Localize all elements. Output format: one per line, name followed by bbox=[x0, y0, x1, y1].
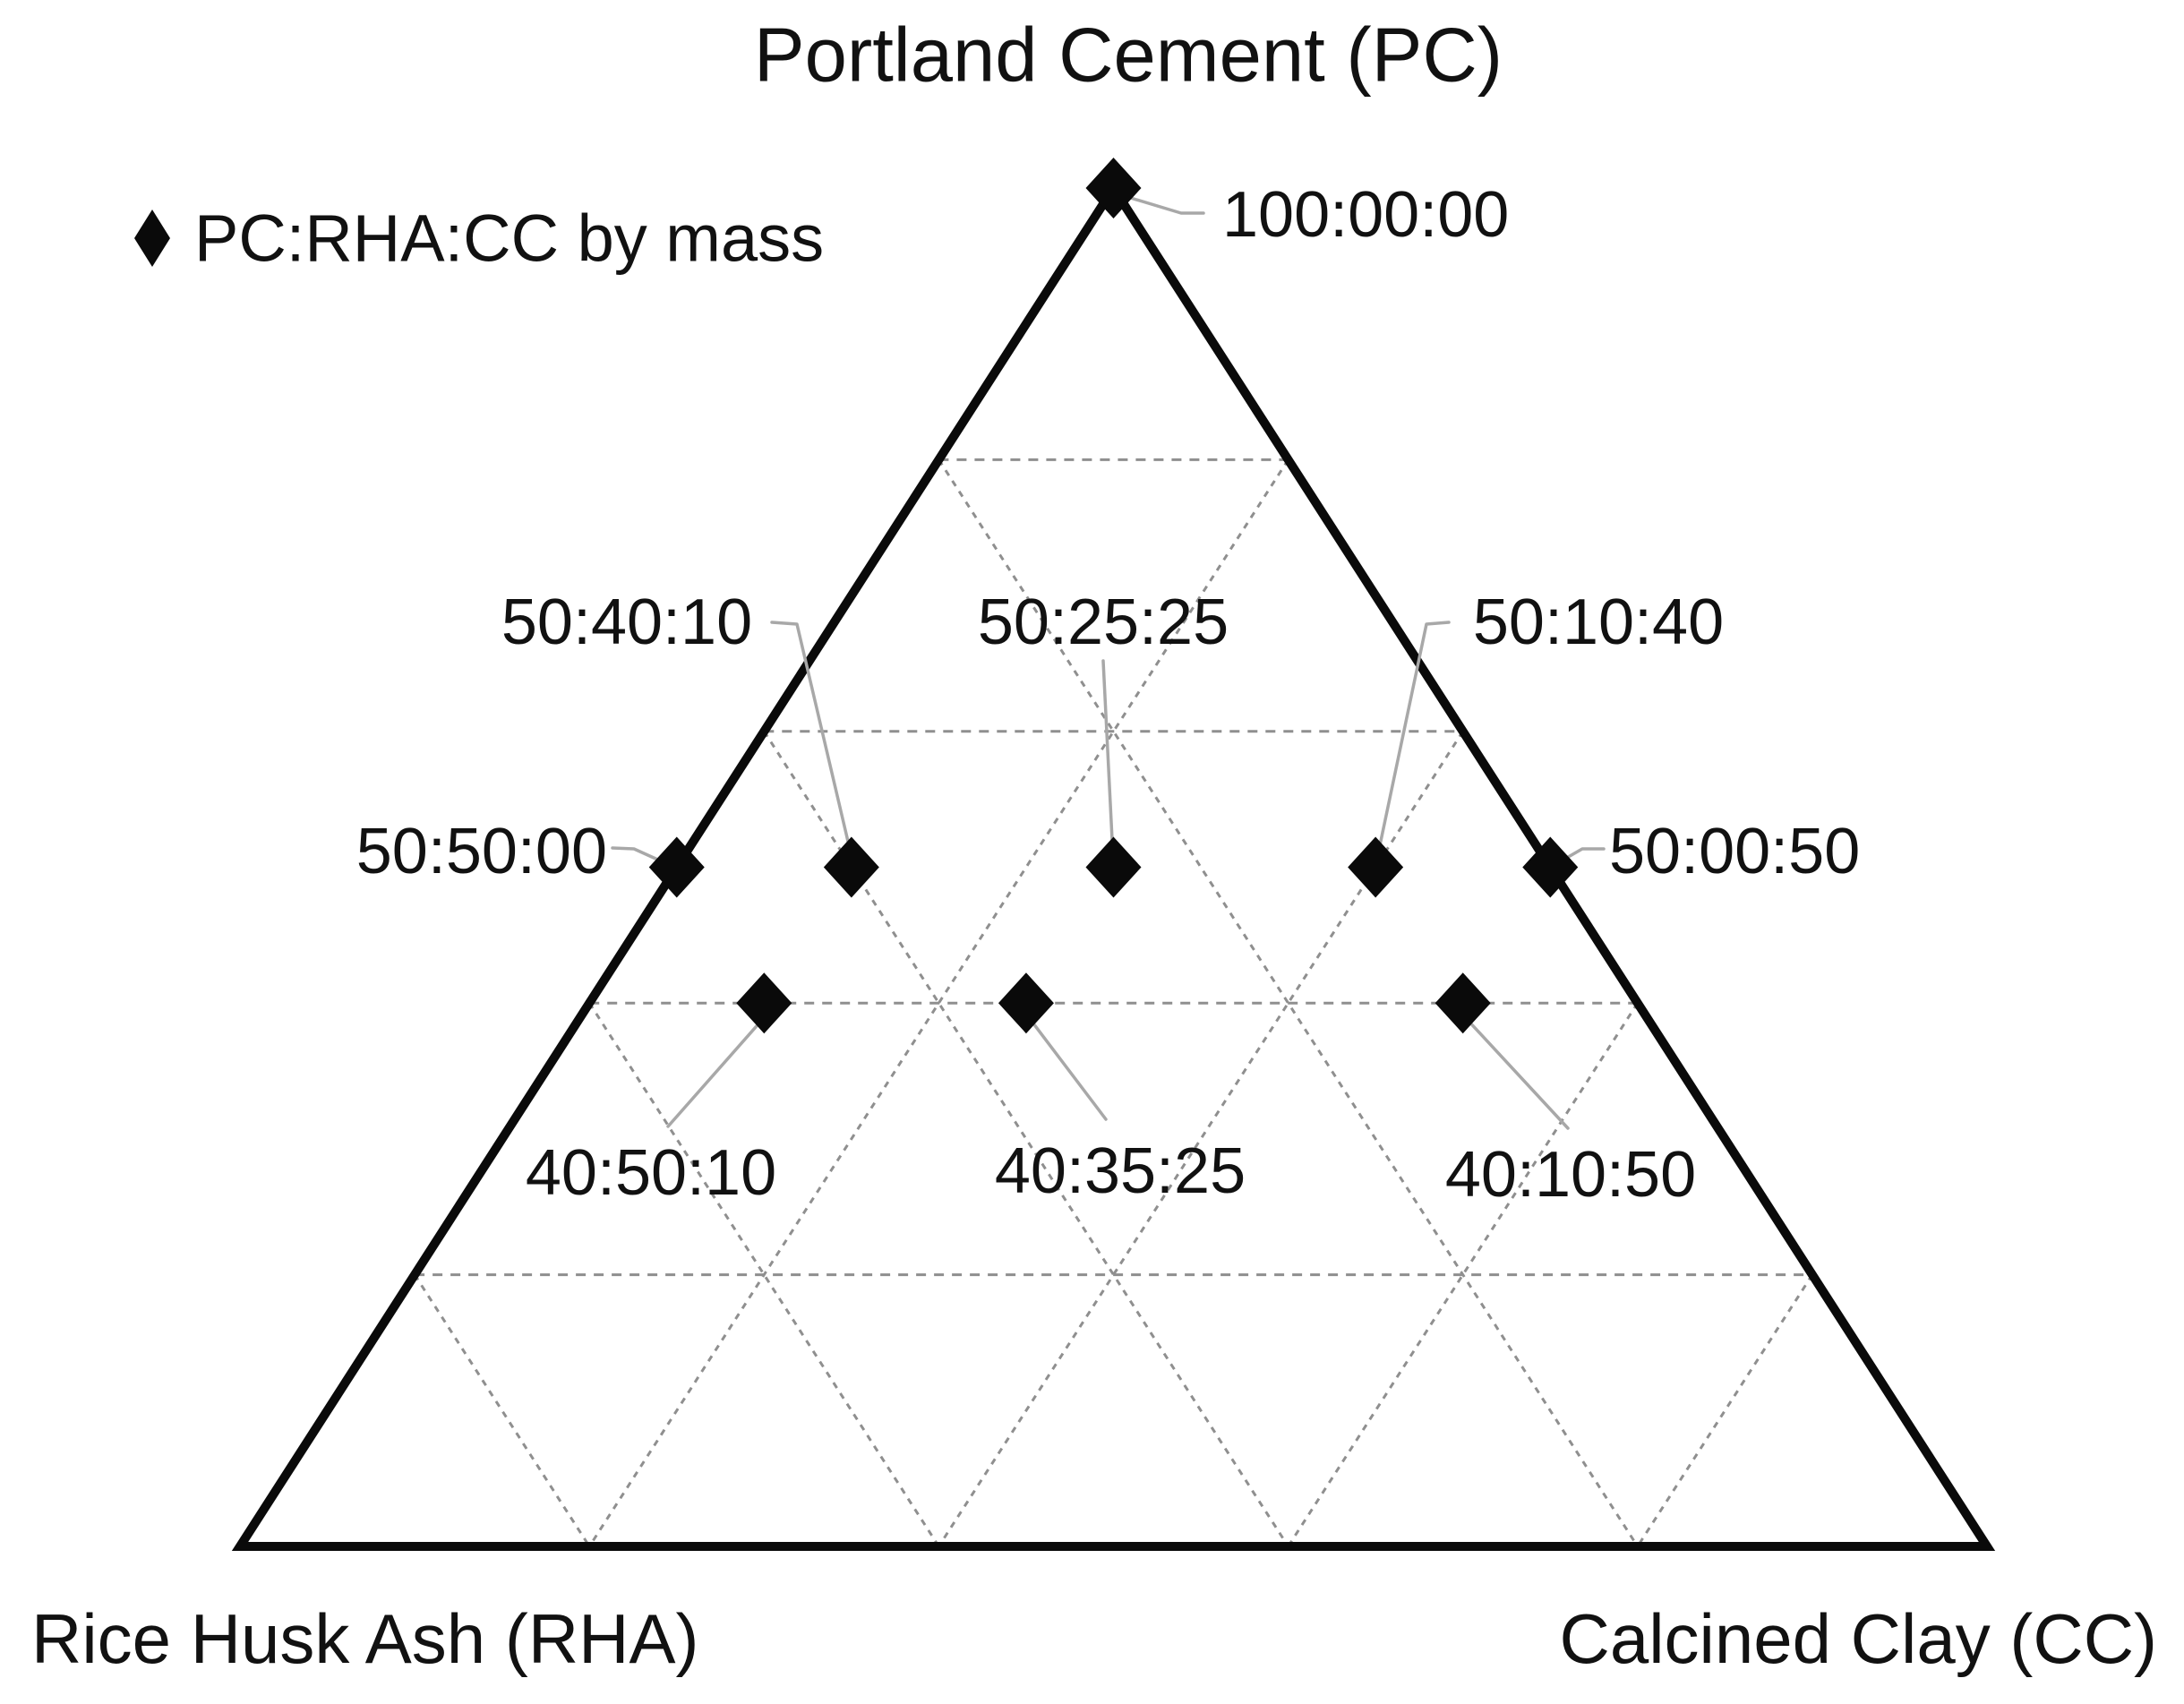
data-point-marker-40-35-25 bbox=[998, 972, 1054, 1034]
data-point-label-100-00-00: 100:00:00 bbox=[1222, 179, 1509, 251]
data-point-marker-100-00-00 bbox=[1085, 158, 1142, 218]
grid-lines bbox=[413, 458, 1814, 1547]
legend-label: PC:RHA:CC by mass bbox=[194, 201, 824, 276]
diamond-icon bbox=[134, 210, 170, 267]
data-point-marker-40-10-50 bbox=[1435, 972, 1491, 1034]
grid-line-rha-20 bbox=[938, 458, 1640, 1547]
data-point-marker-50-50-00 bbox=[648, 836, 705, 898]
data-point-label-40-10-50: 40:10:50 bbox=[1445, 1139, 1696, 1211]
grid-line-cc-20 bbox=[587, 458, 1289, 1547]
leader-line-40-10-50 bbox=[1464, 1016, 1570, 1130]
grid-line-rha-40 bbox=[763, 730, 1289, 1547]
data-point-marker-50-40-10 bbox=[823, 836, 879, 898]
data-point-marker-50-00-50 bbox=[1522, 836, 1579, 898]
grid-line-rha-80 bbox=[413, 1273, 591, 1547]
axis-label-calcined-clay: Calcined Clay (CC) bbox=[1560, 1599, 2158, 1678]
data-labels: 100:00:00 50:50:00 50:40:10 50:25:25 50:10:4… bbox=[356, 179, 1861, 1211]
leader-line-50-10-40 bbox=[1378, 621, 1451, 847]
data-points bbox=[648, 158, 1579, 1034]
data-point-label-50-40-10: 50:40:10 bbox=[501, 587, 752, 658]
chart-title: Portland Cement (PC) bbox=[754, 13, 1503, 98]
leader-line-50-25-25 bbox=[1101, 659, 1115, 860]
leader-line-40-50-10 bbox=[666, 1018, 764, 1128]
legend: PC:RHA:CC by mass bbox=[134, 201, 824, 276]
data-point-label-50-10-40: 50:10:40 bbox=[1473, 587, 1724, 658]
data-point-label-50-25-25: 50:25:25 bbox=[978, 587, 1229, 658]
data-point-label-40-50-10: 40:50:10 bbox=[526, 1137, 776, 1209]
axis-label-rice-husk-ash: Rice Husk Ash (RHA) bbox=[31, 1599, 699, 1678]
data-point-marker-40-50-10 bbox=[736, 972, 792, 1034]
data-point-label-50-00-50: 50:00:50 bbox=[1609, 816, 1860, 887]
leader-line-50-40-10 bbox=[770, 621, 851, 847]
data-point-marker-50-10-40 bbox=[1348, 836, 1404, 898]
leader-line-100-00-00 bbox=[1114, 192, 1205, 215]
data-point-marker-50-25-25 bbox=[1085, 836, 1142, 898]
data-point-label-40-35-25: 40:35:25 bbox=[995, 1135, 1246, 1207]
grid-line-cc-80 bbox=[1636, 1273, 1814, 1547]
leader-line-40-35-25 bbox=[1029, 1018, 1108, 1121]
grid-line-cc-40 bbox=[938, 730, 1464, 1547]
data-point-label-50-50-00: 50:50:00 bbox=[356, 816, 607, 887]
